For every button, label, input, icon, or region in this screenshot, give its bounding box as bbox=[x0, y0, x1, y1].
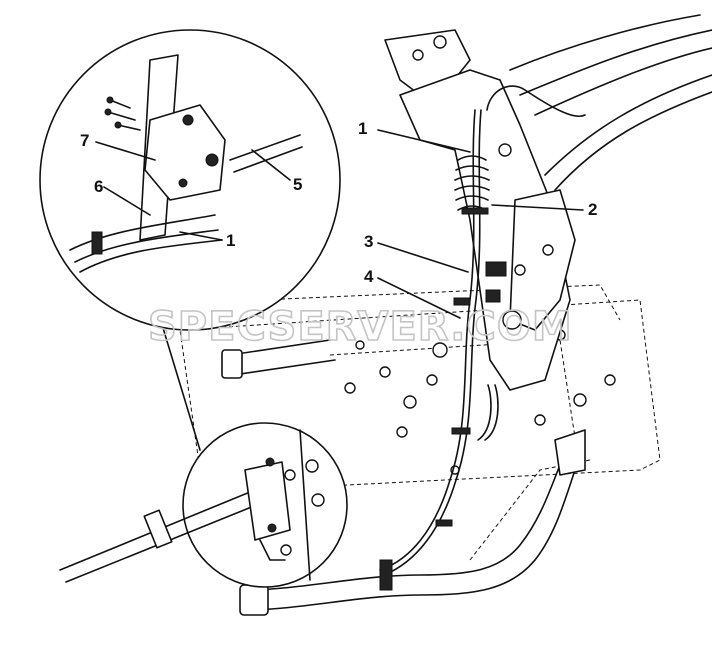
main-harness bbox=[379, 85, 586, 576]
callout-3: 3 bbox=[364, 232, 373, 251]
lower-inset-detail bbox=[59, 422, 348, 588]
callout-1-main: 1 bbox=[358, 119, 367, 138]
spring-coil bbox=[454, 155, 490, 211]
upper-inset-detail bbox=[39, 29, 341, 331]
callout-2: 2 bbox=[588, 200, 597, 219]
callout-7: 7 bbox=[80, 131, 89, 150]
upper-rails bbox=[509, 14, 712, 191]
callout-6: 6 bbox=[94, 177, 103, 196]
leader-lines bbox=[95, 129, 584, 319]
callout-1-inset: 1 bbox=[226, 231, 235, 250]
callout-labels: 1 2 3 4 1 5 6 7 bbox=[80, 119, 597, 286]
callout-4: 4 bbox=[364, 267, 374, 286]
cab-mount-bracket bbox=[384, 29, 576, 391]
frame-holes bbox=[344, 329, 616, 475]
left-cross-tube bbox=[221, 339, 336, 379]
callout-5: 5 bbox=[293, 175, 302, 194]
watermark-text: SPECSERVER.COM bbox=[148, 304, 573, 350]
chassis-frame bbox=[179, 284, 661, 561]
lower-pipe bbox=[239, 429, 586, 616]
